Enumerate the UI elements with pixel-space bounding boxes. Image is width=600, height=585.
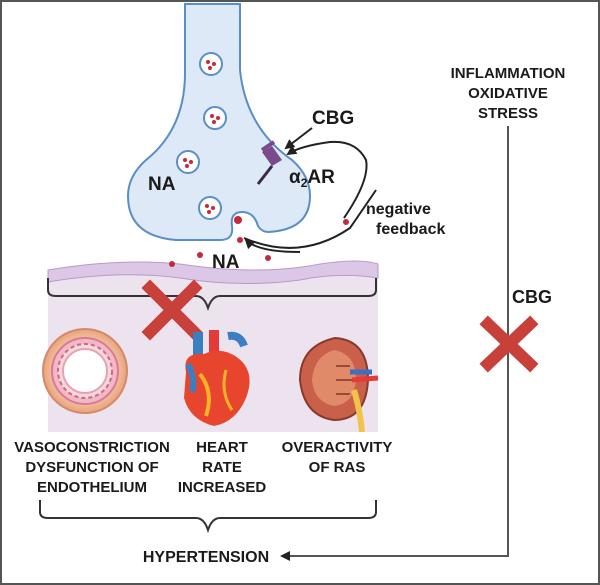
na-dot (234, 216, 242, 224)
cbg-receptor-label: CBG (312, 108, 354, 129)
vesicle (199, 52, 223, 76)
negative-feedback-line1: negative (366, 201, 431, 218)
na-vesicle-label: NA (148, 174, 176, 195)
organs-brace (47, 278, 377, 312)
inhibition-cross-icon (141, 279, 203, 341)
release-arrow (244, 238, 301, 253)
postsynaptic-membrane (47, 260, 379, 285)
vesicle (176, 150, 200, 174)
ras-line1: OVERACTIVITY (282, 439, 393, 456)
heart-line3: INCREASED (178, 479, 267, 496)
na-cleft-label: NA (212, 252, 240, 273)
hypertension-label: HYPERTENSION (143, 549, 269, 566)
vaso-line3: ENDOTHELIUM (37, 479, 147, 496)
heart-line1: HEART (196, 439, 248, 456)
receptor-icon (256, 140, 282, 185)
negative-feedback-line2: feedback (376, 221, 445, 238)
inflammation-line2: OXIDATIVE (468, 85, 548, 102)
vaso-line1: VASOCONSTRICTION (14, 439, 170, 456)
vaso-line2: DYSFUNCTION OF (25, 459, 158, 476)
kidney-icon (298, 336, 379, 433)
cbg-arrow (284, 127, 313, 150)
na-molecules (169, 219, 349, 267)
inhibition-cross-icon (479, 315, 539, 373)
heart-line2: RATE (202, 459, 242, 476)
cbg-right-label: CBG (512, 287, 552, 307)
feedback-path-lower (243, 189, 377, 249)
feedback-arrow-upper (286, 140, 368, 219)
heart-icon (184, 330, 250, 426)
inflammation-pathway-arrow (280, 126, 509, 561)
inflammation-line3: STRESS (478, 105, 538, 122)
hypertension-brace (39, 500, 377, 534)
inflammation-line1: INFLAMMATION (451, 65, 566, 82)
ras-line2: OF RAS (309, 459, 366, 476)
vesicle (198, 196, 222, 220)
vesicle (203, 106, 227, 130)
receptor-label: α2AR (289, 167, 335, 190)
artery-cross-section-icon (42, 328, 128, 414)
